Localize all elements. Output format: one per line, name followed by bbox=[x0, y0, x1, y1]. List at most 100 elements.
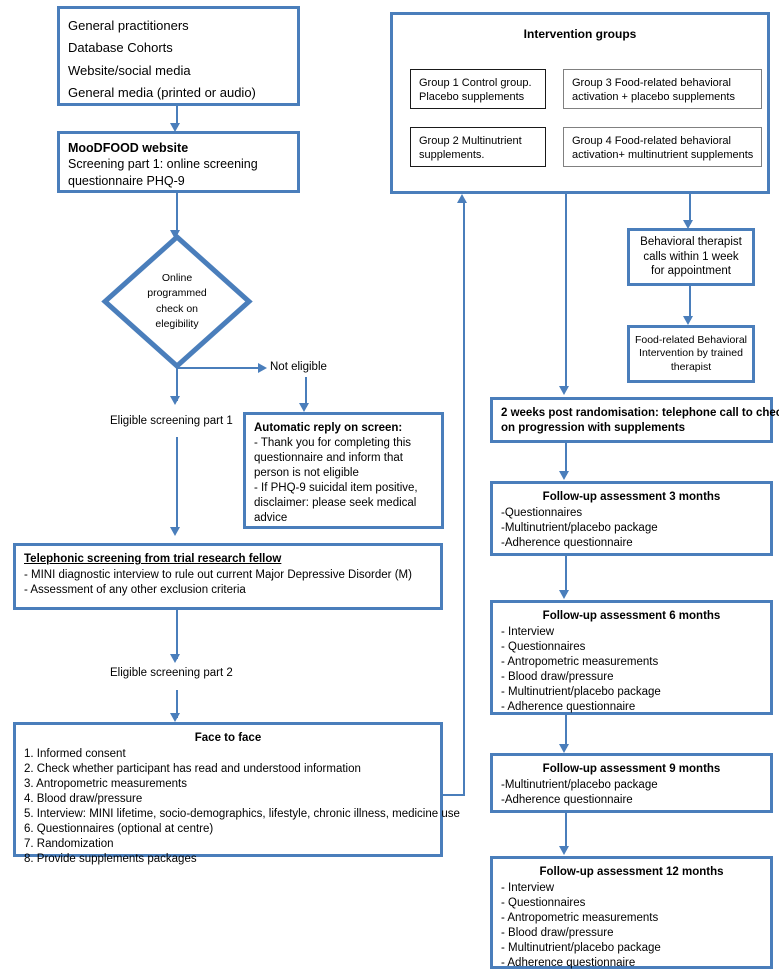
connector-intervention-to-therapist-call bbox=[689, 194, 691, 224]
followup-6-months-item: - Interview bbox=[501, 625, 555, 638]
followup-6-months-item: - Multinutrient/placebo package bbox=[501, 685, 661, 698]
face-to-face-item: 2. Check whether participant has read an… bbox=[24, 762, 361, 775]
therapy-line: Intervention by trained bbox=[639, 347, 743, 360]
face-to-face-item: 4. Blood draw/pressure bbox=[24, 792, 143, 805]
decision-line: programmed bbox=[147, 287, 207, 300]
followup-6-months-title: Follow-up assessment 6 months bbox=[542, 610, 721, 622]
connector-intervention-to-two-weeks bbox=[565, 194, 567, 390]
group-4-line: Group 4 Food-related behavioral bbox=[572, 135, 731, 147]
group-4-line: activation+ multinutrient supplements bbox=[572, 149, 754, 162]
connector-two-weeks-to-followup-3 bbox=[565, 443, 567, 475]
moodfood-website-box: MooDFOOD website Screening part 1: onlin… bbox=[57, 131, 300, 193]
arrow-not-eligible-to-auto-reply bbox=[299, 403, 309, 412]
telephonic-screening-line: - MINI diagnostic interview to rule out … bbox=[24, 568, 412, 581]
followup-12-months-box: Follow-up assessment 12 months - Intervi… bbox=[490, 856, 773, 969]
automatic-reply-title: Automatic reply on screen: bbox=[254, 422, 403, 434]
automatic-reply-line: - If PHQ-9 suicidal item positive, bbox=[254, 481, 418, 494]
followup-12-months-item: - Antropometric measurements bbox=[501, 911, 659, 924]
followup-12-months-title: Follow-up assessment 12 months bbox=[539, 866, 724, 878]
decision-line: Online bbox=[161, 272, 193, 285]
connector-followup-6-to-9 bbox=[565, 715, 567, 748]
followup-3-months-item: -Multinutrient/placebo package bbox=[501, 521, 658, 534]
intervention-groups-box: Intervention groups Group 1 Control grou… bbox=[390, 12, 770, 194]
intervention-group-3-box: Group 3 Food-related behavioral activati… bbox=[563, 69, 762, 109]
face-to-face-item: 7. Randomization bbox=[24, 837, 114, 850]
automatic-reply-box: Automatic reply on screen: - Thank you f… bbox=[243, 412, 444, 529]
automatic-reply-line: person is not eligible bbox=[254, 466, 359, 479]
label-eligible-part-1: Eligible screening part 1 bbox=[110, 415, 233, 427]
followup-12-months-item: - Multinutrient/placebo package bbox=[501, 941, 661, 954]
followup-9-months-box: Follow-up assessment 9 months -Multinutr… bbox=[490, 753, 773, 813]
followup-9-months-item: -Multinutrient/placebo package bbox=[501, 778, 658, 791]
group-1-line: Placebo supplements bbox=[419, 91, 525, 104]
connector-face-to-face-to-intervention bbox=[463, 202, 465, 796]
arrow-therapist-call-to-therapy bbox=[683, 316, 693, 325]
eligibility-decision-diamond: Online programmed check on elegibility bbox=[101, 233, 253, 370]
decision-text: Online programmed check on elegibility bbox=[101, 233, 253, 370]
automatic-reply-line: questionnaire and inform that bbox=[254, 451, 403, 464]
group-3-line: activation + placebo supplements bbox=[572, 91, 735, 104]
arrow-intervention-to-therapist-call bbox=[683, 220, 693, 229]
arrow-website-to-decision bbox=[170, 230, 180, 239]
face-to-face-item: 3. Antropometric measurements bbox=[24, 777, 187, 790]
recruitment-source: Website/social media bbox=[68, 62, 191, 78]
telephonic-screening-box: Telephonic screening from trial research… bbox=[13, 543, 443, 610]
group-2-line: Group 2 Multinutrient bbox=[419, 135, 522, 147]
connector-followup-3-to-6 bbox=[565, 556, 567, 594]
followup-12-months-item: - Adherence questionnaire bbox=[501, 956, 636, 969]
telephonic-screening-title: Telephonic screening from trial research… bbox=[24, 553, 282, 565]
automatic-reply-line: - Thank you for completing this bbox=[254, 436, 412, 449]
face-to-face-item: 5. Interview: MINI lifetime, socio-demog… bbox=[24, 807, 460, 820]
moodfood-website-line: Screening part 1: online screening bbox=[68, 157, 258, 172]
therapy-line: therapist bbox=[670, 360, 712, 373]
telephonic-screening-line: - Assessment of any other exclusion crit… bbox=[24, 583, 246, 596]
followup-6-months-box: Follow-up assessment 6 months - Intervie… bbox=[490, 600, 773, 715]
food-related-behavioral-intervention-box: Food-related Behavioral Intervention by … bbox=[627, 325, 755, 383]
arrow-telephonic-to-eligible-2 bbox=[170, 654, 180, 663]
therapist-call-line: for appointment bbox=[651, 265, 731, 278]
connector-eligible-1-to-telephonic bbox=[176, 437, 178, 530]
therapist-call-line: Behavioral therapist bbox=[640, 235, 742, 248]
therapy-line: Food-related Behavioral bbox=[634, 333, 748, 346]
arrow-eligible-1-to-telephonic bbox=[170, 527, 180, 536]
arrow-eligible-2-to-face-to-face bbox=[170, 713, 180, 722]
arrow-decision-to-eligible-1 bbox=[170, 396, 180, 405]
followup-6-months-item: - Adherence questionnaire bbox=[501, 700, 636, 713]
connector-telephonic-to-eligible-2 bbox=[176, 610, 178, 659]
intervention-groups-title: Intervention groups bbox=[523, 27, 637, 41]
decision-line: elegibility bbox=[155, 317, 199, 330]
connector-decision-to-eligible-1 bbox=[176, 367, 178, 401]
group-2-line: supplements. bbox=[419, 149, 485, 162]
followup-12-months-item: - Blood draw/pressure bbox=[501, 926, 614, 939]
connector-not-eligible-to-auto-reply bbox=[305, 377, 307, 407]
moodfood-website-line: questionnaire PHQ-9 bbox=[68, 173, 185, 188]
connector-website-to-decision bbox=[176, 193, 178, 234]
intervention-group-2-box: Group 2 Multinutrient supplements. bbox=[410, 127, 546, 167]
followup-6-months-item: - Blood draw/pressure bbox=[501, 670, 614, 683]
group-1-line: Group 1 Control group. bbox=[419, 77, 532, 89]
recruitment-source: General practitioners bbox=[68, 18, 189, 33]
recruitment-source: General media (printed or audio) bbox=[68, 85, 256, 101]
arrow-followup-9-to-12 bbox=[559, 846, 569, 855]
followup-3-months-title: Follow-up assessment 3 months bbox=[542, 491, 721, 503]
connector-decision-to-not-eligible bbox=[176, 367, 261, 369]
automatic-reply-line: advice bbox=[254, 511, 288, 524]
followup-12-months-item: - Interview bbox=[501, 881, 555, 894]
label-eligible-part-2: Eligible screening part 2 bbox=[110, 667, 233, 679]
followup-9-months-title: Follow-up assessment 9 months bbox=[542, 763, 721, 775]
arrow-followup-3-to-6 bbox=[559, 590, 569, 599]
connector-sources-to-website bbox=[176, 106, 178, 127]
two-weeks-line: on progression with supplements bbox=[501, 421, 686, 434]
two-weeks-post-randomisation-box: 2 weeks post randomisation: telephone ca… bbox=[490, 397, 779, 443]
connector-eligible-2-to-face-to-face bbox=[176, 690, 178, 718]
face-to-face-box: Face to face 1. Informed consent 2. Chec… bbox=[13, 722, 460, 865]
followup-6-months-item: - Questionnaires bbox=[501, 640, 586, 653]
recruitment-sources-box: General practitioners Database Cohorts W… bbox=[57, 6, 300, 106]
followup-3-months-box: Follow-up assessment 3 months -Questionn… bbox=[490, 481, 773, 556]
behavioral-therapist-call-box: Behavioral therapist calls within 1 week… bbox=[627, 228, 755, 286]
label-not-eligible: Not eligible bbox=[270, 361, 327, 373]
connector-face-to-face-elbow bbox=[443, 794, 465, 796]
followup-3-months-item: -Questionnaires bbox=[501, 506, 583, 519]
therapist-call-line: calls within 1 week bbox=[643, 250, 739, 263]
